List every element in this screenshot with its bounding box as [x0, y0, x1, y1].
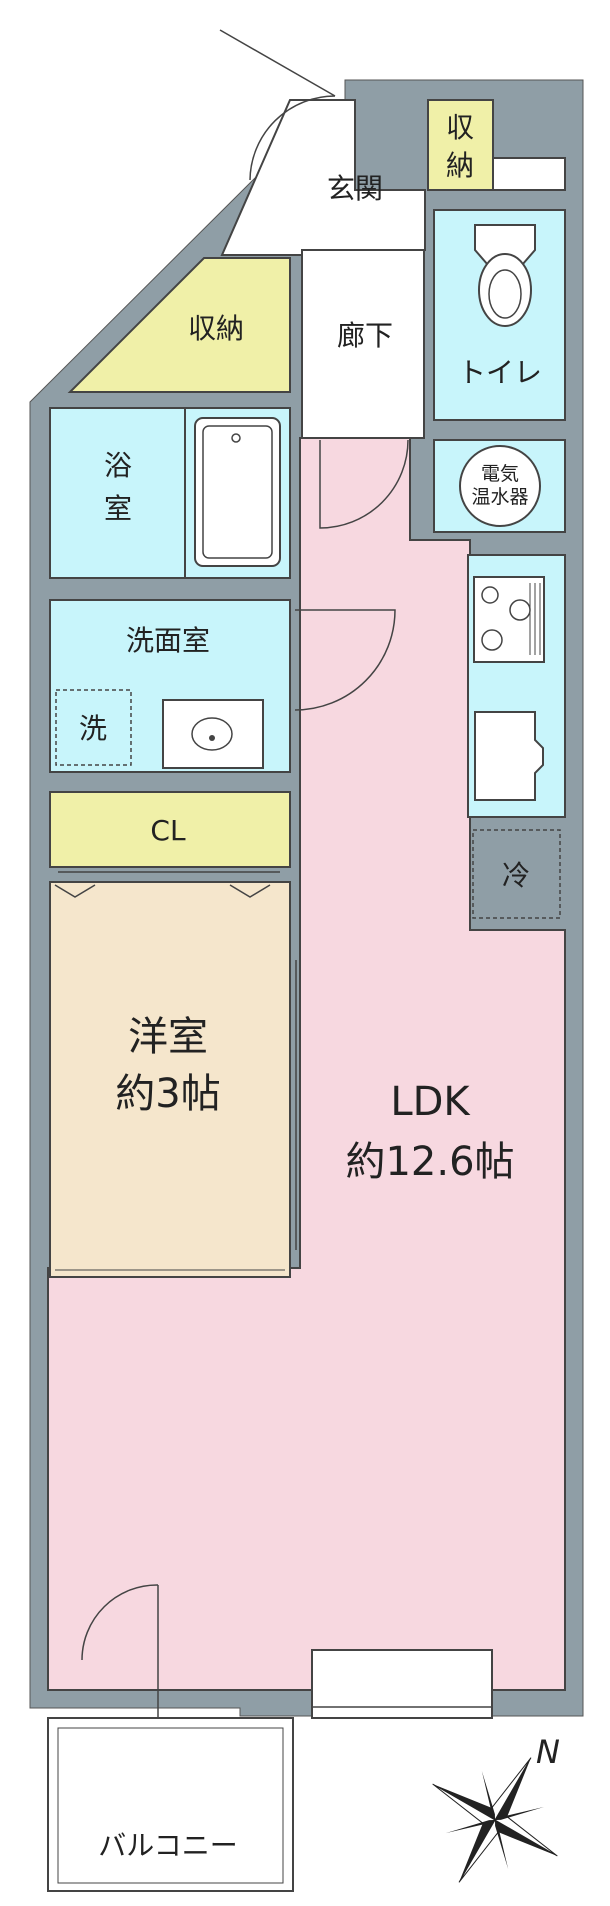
- closet-area: [49, 791, 291, 868]
- hallway-area: [301, 249, 425, 439]
- label-western-room-2: 約3帖: [115, 1071, 220, 1117]
- label-washer: 洗: [79, 712, 107, 745]
- label-washroom: 洗面室: [126, 624, 210, 657]
- bathtub-icon: [194, 417, 281, 567]
- western-room-area: [49, 881, 291, 1278]
- storage-upper: [67, 257, 291, 393]
- label-toilet: トイレ: [458, 356, 542, 389]
- north-label: N: [536, 1733, 560, 1771]
- label-storage-top-2: 納: [446, 149, 474, 182]
- water-heater-tank: [459, 445, 541, 527]
- label-fridge: 冷: [502, 859, 530, 892]
- storage-top: [427, 99, 494, 191]
- label-balcony: バルコニー: [98, 1829, 237, 1862]
- label-hallway: 廊下: [337, 319, 393, 352]
- label-ldk-1: LDK: [390, 1079, 471, 1125]
- kitchen-sink-icon: [474, 711, 544, 801]
- window-lower: [311, 1649, 493, 1719]
- toilet-fixture: [474, 224, 536, 327]
- label-storage-upper: 収納: [188, 312, 244, 345]
- label-closet: CL: [150, 814, 186, 847]
- fridge-space: [472, 829, 561, 919]
- compass: N: [432, 1733, 560, 1883]
- label-bath-2: 室: [104, 492, 132, 525]
- label-entrance: 玄関: [327, 172, 383, 205]
- label-ldk-2: 約12.6帖: [345, 1139, 514, 1185]
- storage-top-side: [492, 157, 566, 191]
- balcony-area: [47, 1717, 294, 1892]
- label-water-heater-2: 温水器: [471, 486, 528, 508]
- label-western-room-1: 洋室: [128, 1014, 208, 1060]
- label-water-heater-1: 電気: [481, 463, 519, 485]
- label-bath-1: 浴: [104, 449, 132, 482]
- label-storage-top-1: 収: [446, 111, 474, 144]
- washer-space: [55, 689, 132, 766]
